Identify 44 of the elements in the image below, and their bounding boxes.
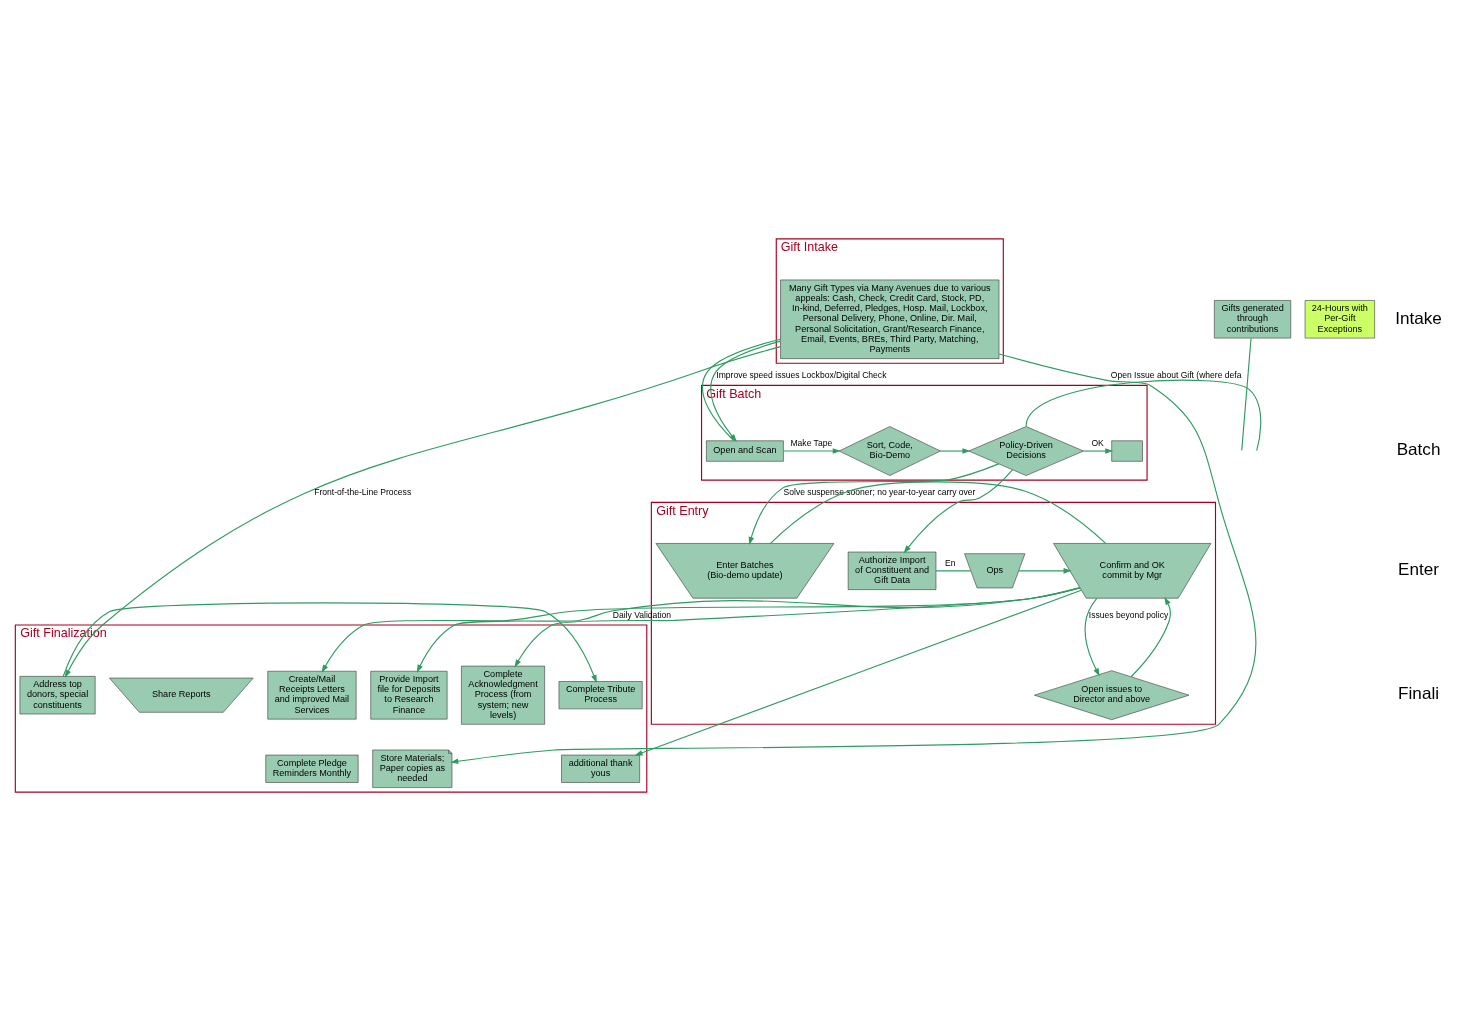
arrow: [1084, 597, 1100, 676]
node-box: Complete Pledge Reminders Monthly: [265, 754, 359, 783]
label: Enter: [1398, 559, 1440, 579]
edge-label: En: [945, 557, 956, 568]
arrow: [748, 462, 1000, 545]
connector: [769, 480, 1107, 544]
arrow: [62, 601, 597, 683]
edge-label: Open Issue about Gift (where defa: [1110, 369, 1242, 380]
node-box: Many Gift Types via Many Avenues due to various appeals: Cash, Check, Credit Card, Stock, PD, In-kind, Deferred, Pledges, Hosp. Mail, Lockbox, Personal Delivery, Phone, Online, Dir. Mail, Personal Solicitation, Grant/Research Finance, Email, Events, BREs, Third Party, Matching, Payments: [780, 279, 1000, 359]
arrow: [450, 352, 1257, 764]
arrow: [634, 589, 1082, 756]
connector: [935, 569, 972, 571]
edge-label: Improve speed issues Lockbox/Digital Check: [716, 369, 887, 380]
node-box: [1111, 440, 1143, 462]
node-box: 24-Hours with Per-Gift Exceptions: [1304, 299, 1375, 338]
arrow: [1130, 596, 1171, 677]
node-box: Create/Mail Receipts Letters and improved Mail Services: [267, 670, 357, 719]
arrow: [782, 447, 841, 454]
arrow: [939, 447, 971, 454]
node-box: Open and Scan: [706, 440, 784, 462]
label: Intake: [1395, 308, 1442, 328]
label: Batch: [1396, 439, 1441, 459]
node-box: Provide Import file for Deposits to Research Finance: [370, 670, 448, 719]
edge-label: Make Tape: [790, 437, 833, 448]
node-box: Complete Acknowledgment Process (from system; new levels): [461, 665, 545, 725]
arrow: [64, 345, 782, 678]
arrow: [1018, 567, 1072, 574]
node-diamond: Policy-Driven Decisions: [968, 425, 1084, 476]
connector: [1241, 337, 1252, 451]
node-box: additional thank yous: [561, 754, 640, 783]
connector: [1025, 379, 1262, 451]
node-box: Complete Tribute Process: [558, 680, 643, 709]
edge-label: Front-of-the-Line Process: [314, 486, 412, 497]
arrow: [1082, 447, 1114, 454]
edge-label: OK: [1091, 437, 1104, 448]
label: Finali: [1398, 683, 1440, 703]
arrow: [514, 586, 1081, 668]
edge-label: Solve suspense sooner; no year-to-year carry over: [783, 486, 976, 497]
node-box: Address top donors, special constituents: [19, 675, 96, 714]
node-diamond: Sort, Code, Bio-Demo: [838, 425, 941, 476]
arrow: [903, 468, 1013, 553]
node-box: Authorize Import of Constituent and Gift Data: [847, 551, 937, 590]
edge-label: Issues beyond policy: [1088, 609, 1169, 620]
node-box: Gifts generated through contributions: [1214, 299, 1292, 338]
